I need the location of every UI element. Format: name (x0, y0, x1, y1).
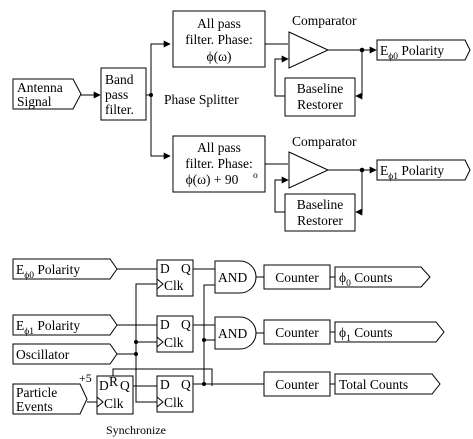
bandpass-label-line1: Band (105, 72, 134, 87)
comparator0-label: Comparator (292, 13, 357, 28)
filter1-label-line3: ϕ(ω) + 90 (186, 172, 239, 187)
feedback0-wire (355, 50, 363, 100)
restorer1-label-line2: Restorer (297, 213, 343, 228)
counter-total: Counter (263, 371, 331, 397)
ff0-clk: Clk (164, 278, 184, 293)
counter1-label: Counter (275, 325, 319, 340)
bandpass-filter-block: Band pass filter. (100, 67, 147, 121)
comparator1-label: Comparator (292, 134, 357, 149)
phi0-counts-label: ϕ0 Counts (339, 270, 393, 289)
synchronize-label: Synchronize (106, 423, 166, 437)
phi1-counts-label: ϕ1 Counts (339, 325, 393, 344)
and-gate-1: AND (214, 316, 257, 350)
oscillator-to-ff0-clk-wire (117, 283, 157, 355)
and0-label: AND (218, 270, 247, 285)
total-counts-label: Total Counts (339, 377, 408, 392)
splitter-to-filter0-wire (150, 40, 171, 95)
ff2-clk-triangle (156, 396, 164, 408)
antenna-label-line1: Antenna (17, 80, 63, 95)
osc-junction-b (134, 352, 138, 356)
restorer0-label-line2: Restorer (297, 97, 343, 112)
allpass-filter-1-block: All pass filter. Phase: ϕ(ω) + 90 o (172, 135, 266, 193)
phi0-counts-output: ϕ0 Counts (334, 266, 431, 289)
and-gate-0: AND (214, 260, 257, 294)
flip-flop-2: D Q Clk (156, 375, 194, 413)
sync-ff-d: D (99, 378, 109, 393)
counter-1: Counter (263, 319, 331, 345)
ff2-q-to-and0-wire (203, 284, 215, 340)
ff0-q: Q (181, 261, 191, 276)
e-phi0-output-label: Eϕ0 Polarity (380, 43, 444, 62)
comparator0-triangle (288, 31, 330, 69)
total-counts-output: Total Counts (334, 373, 441, 395)
restorer0-to-comparator-wire (274, 55, 289, 97)
ff1-q: Q (181, 317, 191, 332)
e-phi0-polarity-input: Eϕ0 Polarity (12, 258, 118, 281)
phase-splitter-label: Phase Splitter (164, 92, 239, 107)
ff0-d: D (160, 261, 170, 276)
feedback1-wire (355, 170, 363, 216)
ff2-q-to-and1-wire (203, 339, 215, 384)
ff0-clk-triangle (156, 278, 164, 290)
oscillator-label: Oscillator (16, 347, 70, 362)
comparator1-triangle (288, 151, 330, 189)
filter1-degree-superscript: o (253, 171, 258, 181)
synchronize-flip-flop: D R Q Clk (96, 374, 134, 415)
filter1-label-line2: filter. Phase: (185, 156, 253, 171)
sync-ff-clk: Clk (104, 396, 124, 411)
flip-flop-1: D Q Clk (156, 315, 194, 353)
ff1-clk: Clk (164, 335, 184, 350)
osc-junction-a (134, 340, 138, 344)
particles-label-line2: Events (16, 399, 53, 414)
e-phi1-polarity-input: Eϕ1 Polarity (12, 314, 118, 337)
restorer1-label-line1: Baseline (297, 197, 344, 212)
ff2-d: D (160, 377, 170, 392)
reset-feedback-wire (112, 368, 213, 386)
and1-label: AND (218, 326, 247, 341)
splitter-to-filter1-wire (150, 95, 171, 160)
antenna-signal-input: Antenna Signal (12, 78, 82, 110)
filter0-label-line2: filter. Phase: (185, 32, 253, 47)
e-phi0-input-label: Eϕ0 Polarity (16, 262, 80, 281)
e-phi1-input-label: Eϕ1 Polarity (16, 318, 80, 337)
ff1-d: D (160, 317, 170, 332)
e-phi1-output-label: Eϕ1 Polarity (380, 163, 444, 182)
counter-total-label: Counter (275, 377, 319, 392)
phi1-counts-output: ϕ1 Counts (334, 321, 445, 344)
counter-0: Counter (263, 264, 331, 290)
bandpass-label-line2: pass (105, 87, 128, 102)
antenna-label-line2: Signal (17, 94, 52, 109)
particles-label-line1: Particle (16, 385, 57, 400)
oscillator-to-ff2-clk-wire (135, 354, 157, 403)
restorer0-label-line1: Baseline (297, 81, 344, 96)
ff2-clk: Clk (164, 395, 184, 410)
plus-five-label: +5 (79, 371, 92, 385)
bandpass-label-line3: filter. (105, 102, 134, 117)
flip-flop-0: D Q Clk (156, 259, 194, 297)
filter0-label-line1: All pass (197, 16, 241, 31)
baseline-restorer-0-block: Baseline Restorer (284, 77, 356, 117)
sync-ff-clk-triangle (96, 396, 104, 408)
filter1-label-line1: All pass (197, 140, 241, 155)
oscillator-input: Oscillator (12, 343, 118, 365)
restorer1-to-comparator-wire (274, 176, 289, 213)
particle-events-input: Particle Events (12, 383, 88, 415)
baseline-restorer-1-block: Baseline Restorer (284, 193, 356, 232)
e-phi0-polarity-output: Eϕ0 Polarity (376, 39, 471, 62)
ff1-clk-triangle (156, 336, 164, 348)
sync-ff-r: R (109, 374, 118, 389)
e-phi1-polarity-output: Eϕ1 Polarity (376, 159, 471, 182)
filter0-label-line3: ϕ(ω) (207, 49, 232, 64)
counter0-label: Counter (275, 270, 319, 285)
sync-ff-q: Q (120, 378, 130, 393)
ff2-q: Q (181, 377, 191, 392)
and-enable-junction (202, 338, 206, 342)
allpass-filter-0-block: All pass filter. Phase: ϕ(ω) (172, 10, 266, 68)
